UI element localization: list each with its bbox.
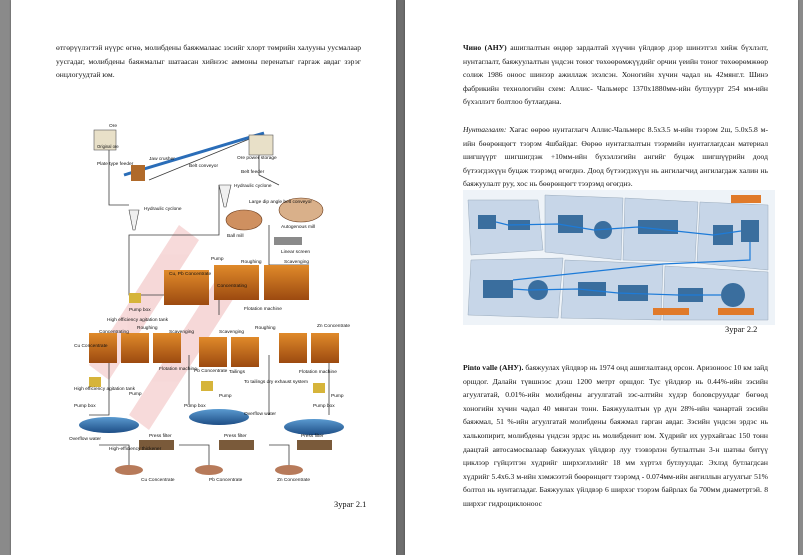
- lbl-scavenging-3: Scavenging: [219, 329, 244, 335]
- grinding-label: Нунтаглалт:: [463, 125, 507, 134]
- lbl-cu-pb: Cu, Pb Concentrate: [169, 271, 211, 277]
- lbl-belt-conveyor: Belt conveyor: [189, 163, 218, 169]
- lbl-pump-1: Pump: [211, 256, 224, 262]
- lbl-hydraulic-cyclone: Hydraulic cyclone: [144, 206, 182, 212]
- pinto-valle-title: Pinto valle (АНУ).: [463, 363, 524, 372]
- ore-storage: [248, 134, 274, 156]
- plant-overview-figure: [463, 190, 775, 325]
- press-filters: [139, 440, 332, 450]
- chino-title: Чино (АНУ): [463, 43, 507, 52]
- lbl-autogenous-mill: Autogenous mill: [281, 224, 315, 230]
- lbl-scavenging-1: Scavenging: [284, 259, 309, 265]
- document-page-right: Чино (АНУ) ашиглалтын өндөр зардалтай хү…: [405, 0, 798, 555]
- lbl-to-tailings: To tailings dry exhaust system: [244, 379, 308, 385]
- lbl-roughing-1: Roughing: [241, 259, 262, 265]
- lbl-pump-2: Pump: [129, 391, 142, 397]
- lbl-flotation-3: Flotation machine: [299, 369, 337, 375]
- lbl-ball-mill: Ball mill: [227, 233, 244, 239]
- lbl-cu-concentrate: Cu Concentrate: [141, 477, 175, 483]
- lbl-high-eff-tank-2: High efficiency agitation tank: [74, 386, 136, 392]
- lbl-high-eff-thickener: High-efficiency thickener: [109, 446, 162, 452]
- watermark: [89, 225, 239, 430]
- figure-2-2-caption: Зураг 2.2: [725, 325, 758, 334]
- flotation-mid-row: [89, 333, 339, 367]
- pump-boxes: [89, 293, 325, 393]
- lbl-tailings: Tailings: [229, 369, 246, 375]
- jaw-crusher: [131, 165, 145, 181]
- lbl-pump-box-1: Pump box: [129, 307, 151, 313]
- lbl-pump-box-2: Pump box: [74, 403, 96, 409]
- lbl-large-dip: Large dip angle belt conveyor: [249, 199, 312, 205]
- chino-paragraph: Чино (АНУ) ашиглалтын өндөр зардалтай хү…: [463, 43, 768, 107]
- lbl-pb-concentrate: Pb Concentrate: [209, 477, 243, 483]
- flow-lines: [495, 221, 751, 296]
- lbl-linear-screen: Linear screen: [281, 249, 310, 255]
- page-gap: [396, 0, 405, 555]
- process-zones: [467, 194, 769, 321]
- lbl-plate-feeder: Plate type feeder: [97, 161, 134, 167]
- lbl-hydraulic-cyclone-top: Hydraulic cyclone: [234, 183, 272, 189]
- lbl-pump-box-4: Pump box: [313, 403, 335, 409]
- lbl-flotation-2: Flotation machine: [159, 366, 197, 372]
- lbl-roughing-3: Roughing: [255, 325, 276, 331]
- lbl-belt-feeder: Belt feeder: [241, 169, 265, 175]
- lbl-zn-concentrate: Zn Concentrate: [277, 477, 310, 483]
- lbl-press-filter-2: Press filter: [224, 433, 247, 439]
- concentrate-piles: [115, 465, 303, 475]
- lbl-pb-conc-1: Pb Concentrate: [194, 368, 228, 374]
- lbl-ore: Ore: [109, 123, 117, 129]
- lbl-original-ore: Original ore: [97, 144, 119, 149]
- lbl-pump-3: Pump: [219, 393, 232, 399]
- lbl-jaw-crusher: Jaw crusher: [149, 156, 175, 162]
- document-page-left: өтгөрүүлэгтэй нүүрс өгнө, молибдены баяж…: [11, 0, 396, 555]
- ball-mill: [225, 209, 263, 231]
- lbl-overflow-water-2: Overflow water: [69, 436, 101, 442]
- lbl-scavenging-2: Scavenging: [169, 329, 194, 335]
- lbl-flotation-1: Flotation machine: [244, 306, 282, 312]
- highlight-boxes: [653, 195, 761, 315]
- figure-2-1-caption: Зураг 2.1: [334, 500, 367, 509]
- cyclone-2: [218, 184, 232, 208]
- lbl-roughing-2: Roughing: [137, 325, 158, 331]
- cyclone-1: [128, 209, 140, 231]
- lbl-press-filter-1: Press filter: [149, 433, 172, 439]
- autogenous-mill: [278, 197, 324, 223]
- lbl-concentrating-1: Concentrating: [217, 283, 247, 289]
- lbl-ore-storage: Ore power storage: [237, 155, 277, 161]
- lbl-pump-4: Pump: [331, 393, 344, 399]
- lbl-overflow-water-1: Overflow water: [244, 411, 276, 417]
- lbl-cu-conc-1: Cu Concentrate: [74, 343, 108, 349]
- lbl-pump-box-3: Pump box: [184, 403, 206, 409]
- ore-bin: [93, 129, 117, 151]
- lbl-concentrating-2: Concentrating: [99, 329, 129, 335]
- intro-paragraph: өтгөрүүлэгтэй нүүрс өгнө, молибдены баяж…: [56, 43, 361, 80]
- lbl-press-filter-3: Press filter: [301, 433, 324, 439]
- flotation-top-row: [164, 265, 309, 305]
- linear-screen: [274, 237, 302, 245]
- lbl-zn-conc-1: Zn Concentrate: [317, 323, 350, 329]
- grinding-paragraph: Нунтаглалт: Хагас өөрөө нунтаглагч Аллис…: [463, 125, 768, 189]
- lbl-high-eff-tank: High efficiency agitation tank: [107, 317, 169, 323]
- pinto-valle-paragraph: Pinto valle (АНУ). баяжуулах үйлдвэр нь …: [463, 363, 769, 508]
- flotation-flowsheet-figure: Ore Original ore Plate type feeder Jaw c…: [69, 123, 350, 483]
- thickeners: [79, 409, 344, 435]
